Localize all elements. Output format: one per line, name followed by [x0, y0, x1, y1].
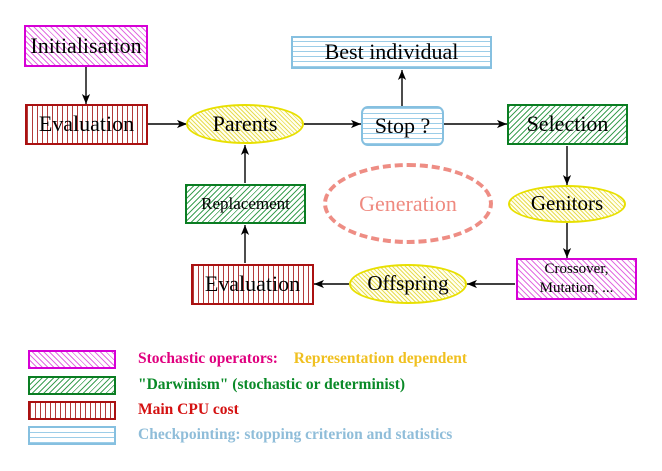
legend-row: Checkpointing: stopping criterion and st… [28, 424, 452, 446]
node-parents-label: Parents [212, 110, 278, 136]
node-crossover-mutation-label: Crossover, Mutation, ... [539, 261, 614, 296]
node-selection[interactable]: Selection [507, 104, 628, 145]
legend-swatch-darwinism-icon [28, 375, 116, 395]
node-evaluation-top-label: Evaluation [38, 111, 135, 137]
legend-row: Stochastic operators: Representation dep… [28, 348, 467, 370]
legend-label-main-cpu-cost: Main CPU cost [138, 401, 239, 418]
node-parents[interactable]: Parents [186, 104, 304, 144]
legend-swatch-stochastic-operators-icon [28, 349, 116, 369]
legend-row: Main CPU cost [28, 399, 239, 421]
node-crossover-mutation[interactable]: Crossover, Mutation, ... [516, 258, 637, 300]
node-stop[interactable]: Stop ? [361, 106, 444, 146]
node-offspring-label: Offspring [367, 271, 449, 296]
node-generation-label: Generation [359, 190, 457, 216]
node-evaluation-bottom[interactable]: Evaluation [191, 264, 314, 305]
legend-label-stochastic-operators: Stochastic operators: Representation dep… [138, 350, 467, 368]
node-offspring[interactable]: Offspring [349, 264, 467, 304]
node-best-individual[interactable]: Best individual [291, 36, 492, 69]
node-stop-label: Stop ? [374, 112, 431, 138]
node-generation-loop: Generation [323, 163, 493, 244]
legend-label-representation-dependent: Representation dependent [293, 350, 468, 367]
node-replacement-label: Replacement [201, 194, 290, 214]
legend-label-stochastic-operators-main: Stochastic operators: [138, 350, 278, 367]
node-genitors[interactable]: Genitors [508, 185, 626, 223]
node-replacement[interactable]: Replacement [185, 184, 306, 224]
node-evaluation-bottom-label: Evaluation [204, 271, 301, 297]
legend-label-checkpointing: Checkpointing: stopping criterion and st… [138, 426, 453, 443]
node-genitors-label: Genitors [530, 191, 604, 216]
legend: Stochastic operators: Representation dep… [0, 340, 662, 460]
node-evaluation-top[interactable]: Evaluation [25, 104, 148, 145]
node-selection-label: Selection [526, 111, 609, 137]
legend-row: "Darwinism" (stochastic or determinist) [28, 374, 405, 396]
legend-swatch-checkpointing-icon [28, 425, 116, 445]
node-initialisation[interactable]: Initialisation [24, 25, 148, 67]
node-best-individual-label: Best individual [324, 39, 459, 65]
legend-swatch-main-cpu-cost-icon [28, 400, 116, 420]
legend-label-darwinism: "Darwinism" (stochastic or determinist) [138, 376, 406, 393]
node-initialisation-label: Initialisation [30, 32, 142, 58]
